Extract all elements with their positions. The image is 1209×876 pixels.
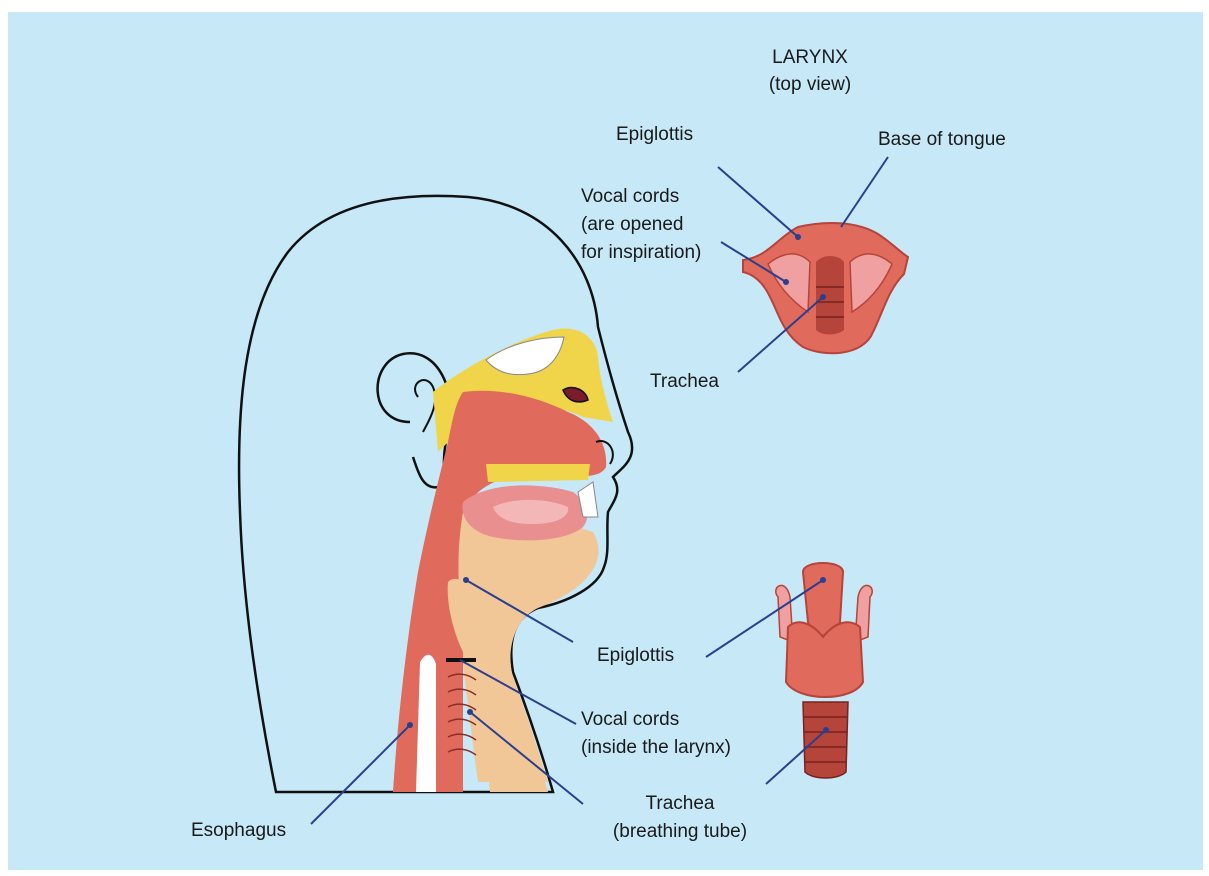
- label-trachea-side-1: Trachea: [585, 791, 775, 816]
- label-epiglottis-top: Epiglottis: [616, 122, 693, 147]
- label-base-of-tongue: Base of tongue: [878, 127, 1006, 152]
- trachea-larynx: [803, 702, 848, 778]
- larynx-subtitle: (top view): [735, 72, 885, 97]
- label-esophagus: Esophagus: [191, 818, 286, 843]
- label-vocal-cords-side-1: Vocal cords: [581, 707, 679, 732]
- label-vocal-cords-top-2: (are opened: [581, 212, 683, 237]
- label-epiglottis-side: Epiglottis: [597, 643, 674, 668]
- hard-palate: [486, 464, 590, 482]
- label-trachea-side-2: (breathing tube): [585, 819, 775, 844]
- label-vocal-cords-top-1: Vocal cords: [581, 184, 679, 209]
- label-vocal-cords-side-2: (inside the larynx): [581, 735, 731, 760]
- larynx-title: LARYNX: [745, 45, 875, 70]
- label-trachea-top: Trachea: [650, 369, 719, 394]
- label-vocal-cords-top-3: for inspiration): [581, 240, 701, 265]
- trachea-top-opening: [816, 256, 844, 335]
